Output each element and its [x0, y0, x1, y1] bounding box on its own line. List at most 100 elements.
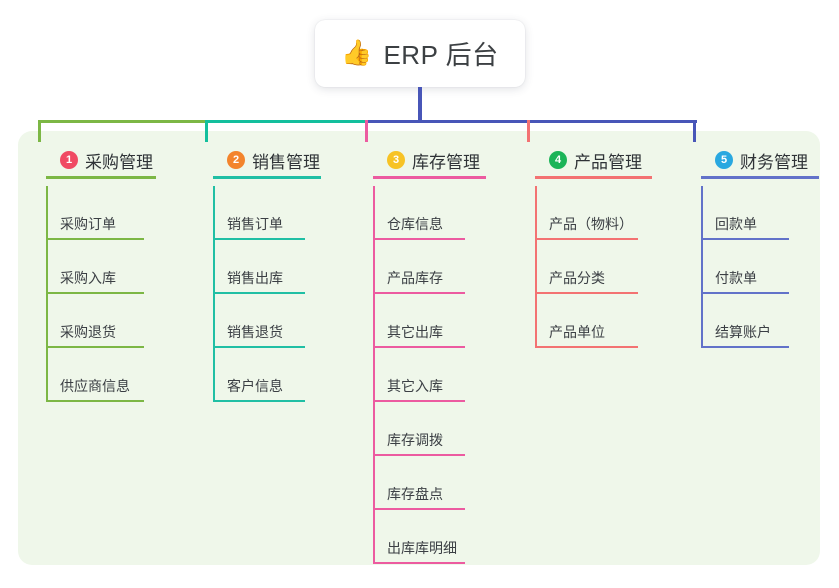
leaf-item-rule: [46, 346, 144, 348]
leaf-item-label: 产品（物料）: [549, 216, 633, 232]
leaf-item-label: 其它出库: [387, 324, 443, 340]
branch-header-rule: [213, 176, 321, 179]
root-node-label: ERP 后台: [383, 40, 499, 70]
leaf-item-label: 产品库存: [387, 270, 443, 286]
branch-header-财务管理[interactable]: 5 财务管理: [693, 145, 831, 179]
branch-header-rule: [373, 176, 486, 179]
leaf-item[interactable]: 供应商信息: [38, 348, 160, 402]
leaf-item[interactable]: 付款单: [693, 240, 805, 294]
branch-header-rule: [46, 176, 156, 179]
leaf-item[interactable]: 客户信息: [205, 348, 321, 402]
leaf-item-label: 结算账户: [715, 324, 771, 340]
leaf-item-label: 仓库信息: [387, 216, 443, 232]
branch-header-rule: [535, 176, 652, 179]
branch-spine: [373, 186, 375, 564]
leaf-item[interactable]: 产品库存: [365, 240, 481, 294]
leaf-item-rule: [535, 238, 638, 240]
root-stem: [418, 87, 422, 123]
leaf-item-rule: [213, 346, 305, 348]
branch-spine: [701, 186, 703, 348]
branch-header-label: 产品管理: [574, 152, 642, 172]
bus-segment-2: [206, 120, 369, 123]
leaf-item-rule: [535, 292, 638, 294]
branch-drop-3: [365, 120, 368, 142]
leaf-item[interactable]: 库存调拨: [365, 402, 481, 456]
leaf-item[interactable]: 采购订单: [38, 186, 160, 240]
leaf-item-label: 其它入库: [387, 378, 443, 394]
branch-header-label: 库存管理: [412, 152, 480, 172]
leaf-item[interactable]: 回款单: [693, 186, 805, 240]
leaf-item[interactable]: 库存盘点: [365, 456, 481, 510]
leaf-item-rule: [373, 508, 465, 510]
leaf-item-label: 库存调拨: [387, 432, 443, 448]
bus-segment-3: [366, 120, 531, 123]
leaf-item[interactable]: 产品单位: [527, 294, 654, 348]
leaf-item-rule: [373, 400, 465, 402]
branch-drop-2: [205, 120, 208, 142]
leaf-item-label: 产品单位: [549, 324, 605, 340]
leaf-item-label: 采购入库: [60, 270, 116, 286]
leaf-item-rule: [213, 292, 305, 294]
leaf-item[interactable]: 销售订单: [205, 186, 321, 240]
leaf-item-rule: [701, 238, 789, 240]
leaf-item[interactable]: 结算账户: [693, 294, 805, 348]
leaf-item-label: 出库库明细: [387, 540, 457, 556]
leaf-item-label: 销售订单: [227, 216, 283, 232]
leaf-item-label: 采购订单: [60, 216, 116, 232]
leaf-item[interactable]: 其它出库: [365, 294, 481, 348]
leaf-item-label: 产品分类: [549, 270, 605, 286]
leaf-item-rule: [373, 292, 465, 294]
branch-drop-4: [527, 120, 530, 142]
branch-drop-1: [38, 120, 41, 142]
leaf-item-label: 采购退货: [60, 324, 116, 340]
bus-segment-1: [39, 120, 209, 123]
branch-column-产品管理: 4 产品管理产品（物料） 产品分类产品单位: [527, 145, 664, 348]
leaf-item-label: 付款单: [715, 270, 757, 286]
branch-number-badge: 3: [387, 151, 405, 169]
branch-header-rule: [701, 176, 819, 179]
leaf-item-rule: [373, 454, 465, 456]
branch-column-库存管理: 3 库存管理仓库信息产品库存其它出库其它入库库存调拨库存盘点出库库明细: [365, 145, 498, 564]
root-node-content: 👍 ERP 后台: [341, 35, 498, 72]
leaf-item-label: 回款单: [715, 216, 757, 232]
leaf-item-rule: [373, 562, 465, 564]
leaf-item[interactable]: 销售退货: [205, 294, 321, 348]
leaf-item-label: 供应商信息: [60, 378, 130, 394]
leaf-item-rule: [46, 292, 144, 294]
branch-spine: [535, 186, 537, 348]
leaf-item-rule: [373, 238, 465, 240]
thumbs-up-icon: 👍: [341, 39, 373, 67]
branch-number-badge: 2: [227, 151, 245, 169]
branch-spine: [213, 186, 215, 402]
leaf-item-rule: [701, 346, 789, 348]
leaf-item[interactable]: 其它入库: [365, 348, 481, 402]
root-node[interactable]: 👍 ERP 后台: [315, 20, 525, 87]
leaf-item-rule: [46, 400, 144, 402]
branch-header-产品管理[interactable]: 4 产品管理: [527, 145, 664, 179]
branch-number-badge: 4: [549, 151, 567, 169]
leaf-item[interactable]: 出库库明细: [365, 510, 481, 564]
leaf-item-rule: [46, 238, 144, 240]
leaf-item-rule: [213, 400, 305, 402]
leaf-item[interactable]: 采购入库: [38, 240, 160, 294]
branch-column-财务管理: 5 财务管理回款单付款单结算账户: [693, 145, 831, 348]
leaf-item[interactable]: 产品（物料）: [527, 186, 654, 240]
leaf-item[interactable]: 采购退货: [38, 294, 160, 348]
branch-number-badge: 1: [60, 151, 78, 169]
branch-header-label: 财务管理: [740, 152, 808, 172]
leaf-item[interactable]: 仓库信息: [365, 186, 481, 240]
leaf-item-label: 销售出库: [227, 270, 283, 286]
leaf-item[interactable]: 产品分类: [527, 240, 654, 294]
branch-number-badge: 5: [715, 151, 733, 169]
leaf-item-rule: [213, 238, 305, 240]
leaf-item[interactable]: 销售出库: [205, 240, 321, 294]
branch-drop-5: [693, 120, 696, 142]
branch-header-库存管理[interactable]: 3 库存管理: [365, 145, 498, 179]
leaf-item-rule: [535, 346, 638, 348]
branch-spine: [46, 186, 48, 402]
